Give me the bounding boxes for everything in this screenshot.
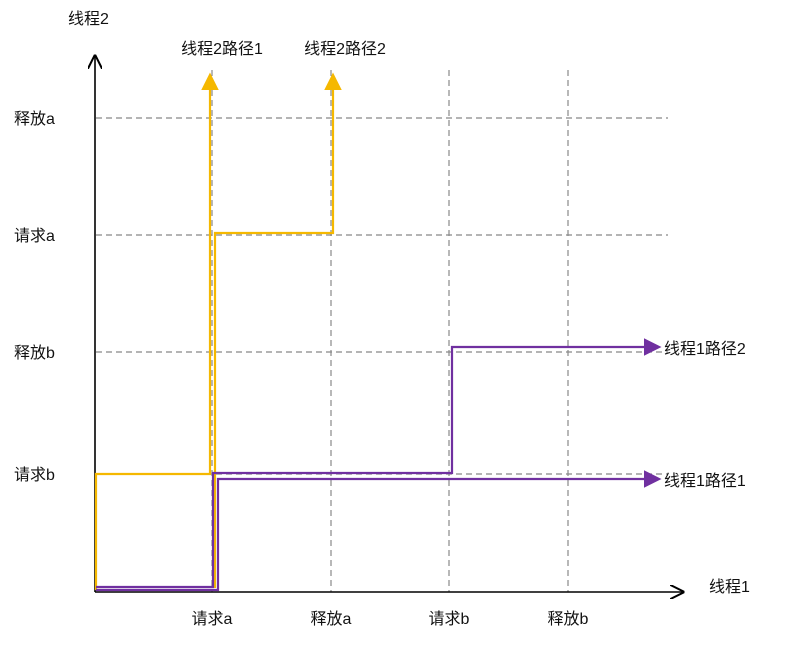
y-tick-request-a: 请求a: [14, 227, 55, 245]
thread1-path2-line: [96, 338, 662, 589]
grid-lines: [96, 70, 668, 592]
thread2-path1-line: [94, 72, 219, 590]
thread1-path1-line: [96, 470, 662, 592]
thread1-path1-label: 线程1路径1: [664, 472, 746, 490]
thread2-path2-label: 线程2路径2: [304, 40, 386, 58]
x-tick-request-b: 请求b: [429, 610, 470, 628]
y-axis-title: 线程2: [68, 10, 109, 28]
thread1-path2-label: 线程1路径2: [664, 340, 746, 358]
x-tick-release-a: 释放a: [311, 610, 352, 628]
x-axis-title: 线程1: [709, 578, 750, 596]
y-tick-request-b: 请求b: [14, 466, 55, 484]
y-tick-release-b: 释放b: [14, 344, 55, 362]
y-tick-release-a: 释放a: [14, 110, 55, 128]
x-tick-release-b: 释放b: [548, 610, 589, 628]
thread2-path1-label: 线程2路径1: [181, 40, 263, 58]
thread2-path2-line: [213, 72, 342, 588]
x-tick-request-a: 请求a: [192, 610, 233, 628]
